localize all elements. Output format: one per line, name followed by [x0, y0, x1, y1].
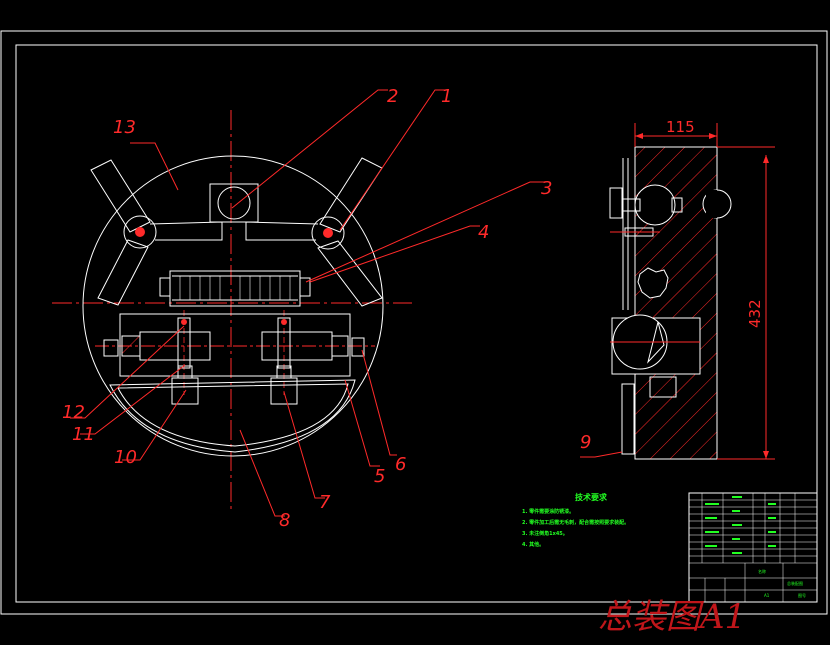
label-8: 8 [279, 510, 290, 531]
tech-note-3: 3. 未注倒角1x45。 [522, 530, 568, 537]
label-5: 5 [374, 466, 385, 487]
label-3: 3 [541, 178, 552, 199]
tech-notes: 技术要求 1. 零件需要涂防锈漆。 2. 零件加工后需无毛刺，配合需按照要求装配… [522, 492, 629, 548]
title-block-size: A1 [764, 593, 770, 598]
title-block-drawing-name: 总装配图 [787, 580, 803, 586]
title-block-number: 图号 [798, 592, 806, 598]
tech-note-2: 2. 零件加工后需无毛刺，配合需按照要求装配。 [522, 519, 629, 526]
leader-lines-front [70, 89, 544, 517]
label-12: 12 [62, 402, 85, 423]
title-block-name: 名称 [758, 568, 766, 574]
dimension-height: 432 [746, 299, 764, 328]
tech-note-1: 1. 零件需要涂防锈漆。 [522, 508, 574, 515]
label-11: 11 [72, 424, 95, 445]
label-10: 10 [114, 447, 137, 468]
label-4: 4 [478, 222, 489, 243]
outer-frame [0, 30, 828, 615]
tech-note-4: 4. 其他。 [522, 541, 544, 548]
label-2: 2 [387, 86, 398, 107]
label-13: 13 [113, 117, 136, 138]
title-block: 名称 总装配图 A1 图号 [688, 492, 818, 603]
label-6: 6 [395, 454, 406, 475]
side-view [580, 123, 775, 460]
inner-frame [15, 44, 818, 603]
label-7: 7 [319, 492, 331, 513]
label-9: 9 [580, 432, 591, 453]
watermark: 总装图A1 [598, 597, 746, 637]
front-view [52, 110, 412, 510]
dimension-width: 115 [666, 118, 695, 136]
label-1: 1 [441, 86, 452, 107]
tech-title: 技术要求 [575, 492, 608, 502]
